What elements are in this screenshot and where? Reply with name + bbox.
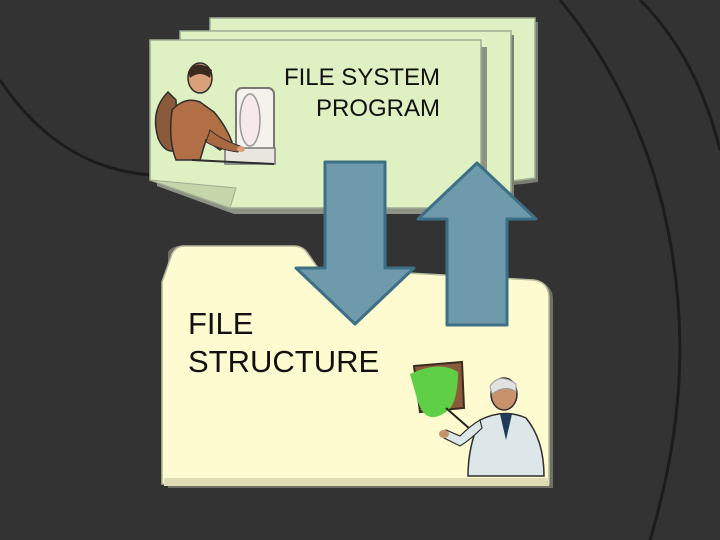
presenter-with-pointer-clipart (410, 360, 545, 477)
program-label-line2: PROGRAM (315, 95, 440, 122)
structure-label: FILE STRUCTURE (188, 305, 379, 381)
structure-label-line2: STRUCTURE (188, 344, 380, 379)
arrow-up-icon (416, 161, 538, 327)
structure-label-line1: FILE (188, 306, 254, 341)
man-at-computer-clipart (154, 62, 276, 165)
program-label-line1: FILE SYSTEM (283, 64, 440, 91)
arrow-down-icon (294, 160, 416, 326)
program-label: FILE SYSTEM PROGRAM (284, 62, 440, 124)
